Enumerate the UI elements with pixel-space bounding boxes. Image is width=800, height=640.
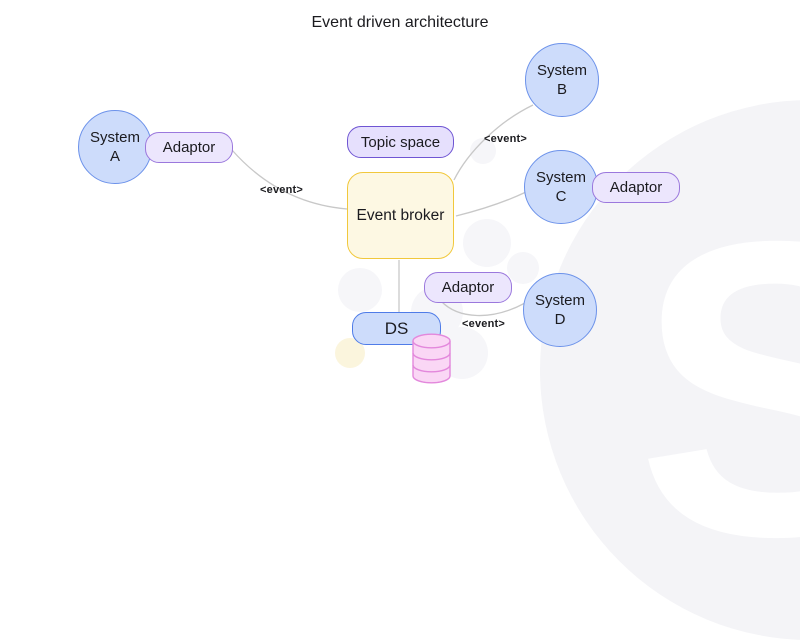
connector-edges: [231, 104, 534, 317]
node-system-b[interactable]: System B: [525, 43, 599, 117]
node-event-broker-label: Event broker: [356, 206, 445, 224]
node-system-d[interactable]: System D: [523, 273, 597, 347]
node-system-b-label: System B: [536, 61, 587, 99]
edge-broker-systemB: [453, 104, 534, 181]
edge-broker-systemC: [455, 191, 527, 217]
node-adaptor-a-label: Adaptor: [162, 139, 216, 156]
node-event-broker[interactable]: Event broker: [347, 172, 454, 259]
node-system-d-label: System D: [534, 291, 585, 329]
node-system-a[interactable]: System A: [78, 110, 152, 184]
node-adaptor-c[interactable]: Adaptor: [592, 172, 680, 203]
watermark-blob: [507, 252, 539, 284]
database-icon[interactable]: [411, 333, 452, 385]
node-ds-label: DS: [384, 318, 409, 338]
edge-adaptorD-systemD: [440, 300, 526, 317]
edge-label-event-d: <event>: [462, 318, 505, 330]
node-adaptor-a[interactable]: Adaptor: [145, 132, 233, 163]
node-system-c[interactable]: System C: [524, 150, 598, 224]
edge-label-event-b: <event>: [484, 133, 527, 145]
node-system-c-label: System C: [535, 168, 586, 206]
node-adaptor-d[interactable]: Adaptor: [424, 272, 512, 303]
node-system-a-label: System A: [89, 128, 140, 166]
edge-adaptorA-broker: [231, 149, 348, 210]
diagram-title: Event driven architecture: [311, 14, 489, 31]
node-adaptor-c-label: Adaptor: [609, 179, 663, 196]
node-adaptor-d-label: Adaptor: [441, 279, 495, 296]
watermark-blob: [463, 219, 511, 267]
watermark-blob: [338, 268, 382, 312]
node-topic-space-label: Topic space: [360, 133, 441, 151]
node-topic-space[interactable]: Topic space: [347, 126, 454, 158]
edge-label-event-a: <event>: [260, 184, 303, 196]
